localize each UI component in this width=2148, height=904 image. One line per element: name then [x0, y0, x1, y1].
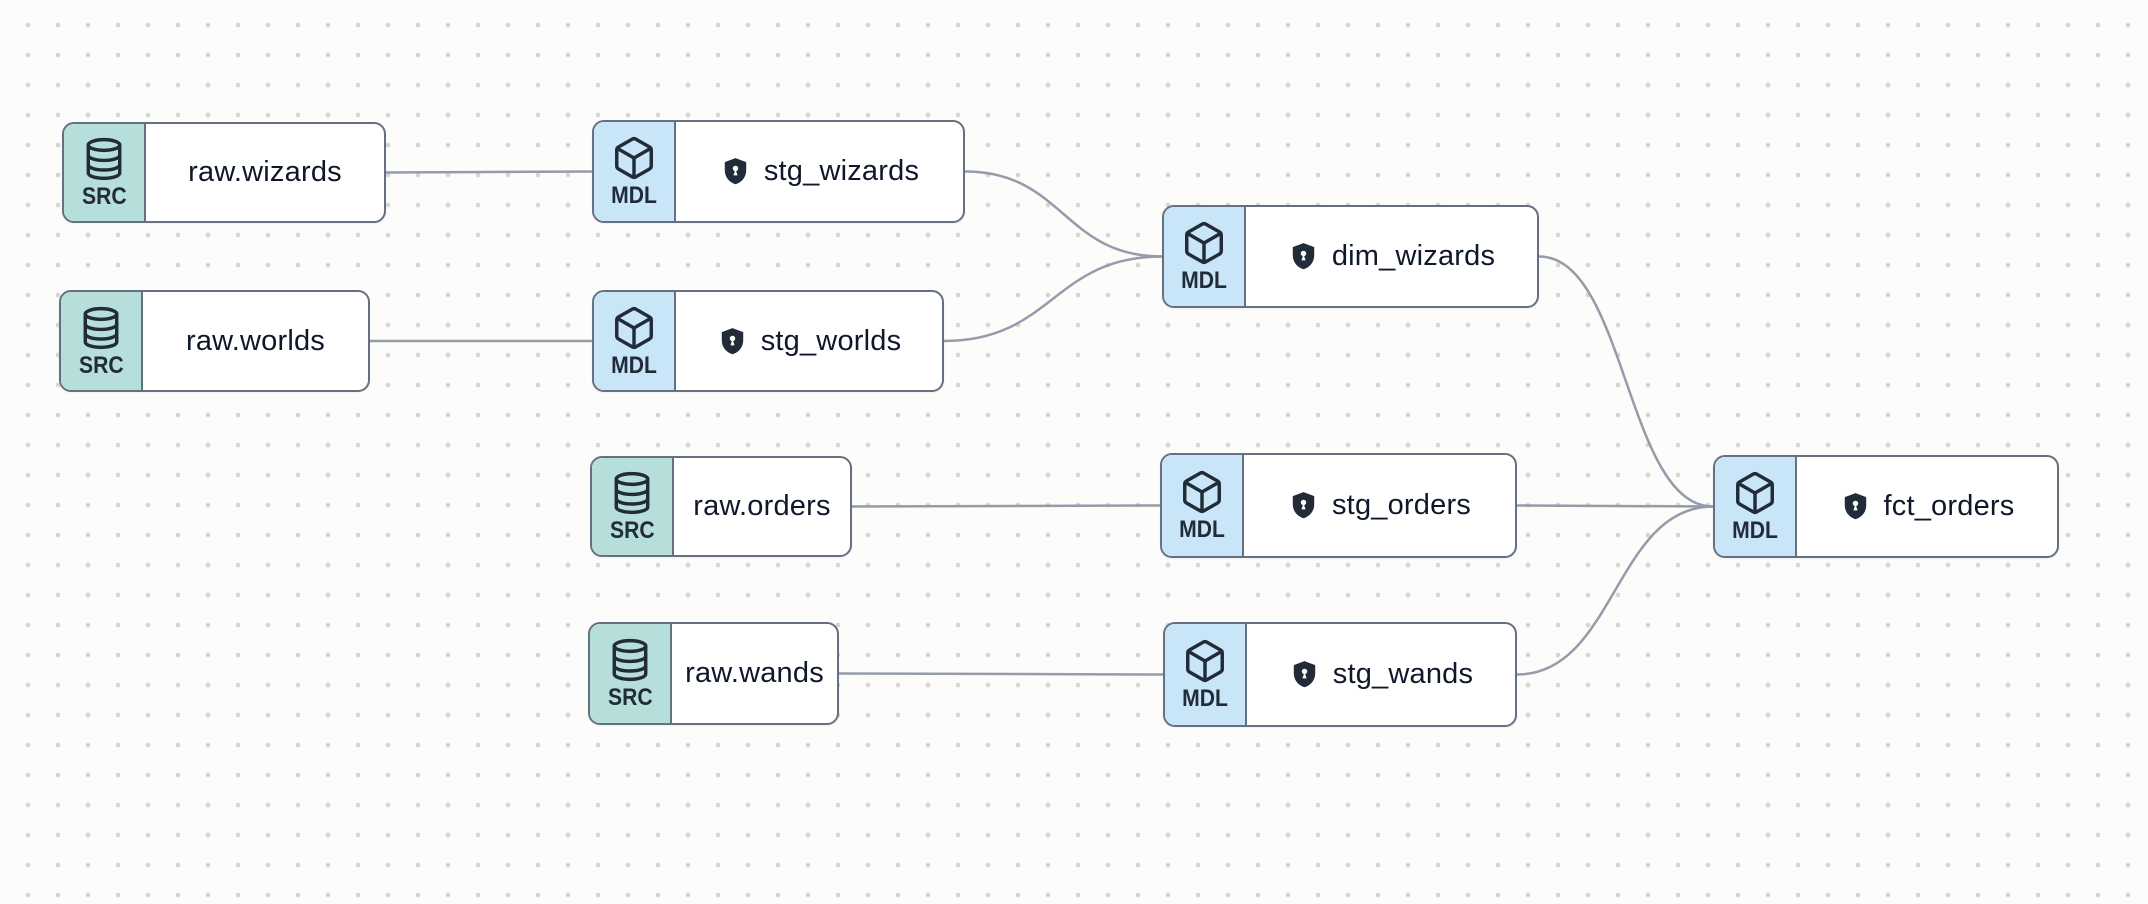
badge-label: MDL	[1179, 516, 1225, 543]
source-type-badge: SRC	[64, 124, 146, 221]
model-type-badge: MDL	[1715, 457, 1797, 556]
shield-lock-icon	[1288, 241, 1319, 272]
node-stg_worlds[interactable]: MDL stg_worlds	[592, 290, 944, 392]
node-name-label: stg_worlds	[760, 324, 902, 357]
cube-icon	[1182, 638, 1228, 684]
node-stg_wands[interactable]: MDL stg_wands	[1163, 622, 1517, 727]
node-body: raw.wizards	[146, 124, 384, 221]
badge-label: MDL	[611, 351, 657, 379]
node-body: raw.wands	[672, 624, 837, 723]
shield-lock-icon	[717, 326, 748, 357]
node-body: dim_wizards	[1246, 207, 1537, 306]
edge-stg_orders-to-fct_orders	[1515, 504, 1715, 508]
database-icon	[609, 470, 655, 516]
source-type-badge: SRC	[590, 624, 672, 723]
edge-raw_wands-to-stg_wands	[837, 672, 1165, 676]
source-type-badge: SRC	[61, 292, 143, 390]
node-name-label: raw.orders	[693, 490, 831, 522]
cube-icon	[611, 135, 657, 181]
node-name-label: raw.worlds	[186, 324, 325, 357]
badge-label: SRC	[609, 517, 655, 544]
node-dim_wizards[interactable]: MDL dim_wizards	[1162, 205, 1539, 308]
edge-stg_wands-to-fct_orders	[1515, 505, 1715, 676]
model-type-badge: MDL	[594, 292, 676, 390]
node-name-label: stg_orders	[1331, 489, 1471, 521]
shield-lock-icon	[1840, 491, 1871, 522]
model-type-badge: MDL	[594, 122, 676, 221]
edge-stg_wizards-to-dim_wizards	[963, 170, 1164, 258]
badge-label: SRC	[607, 684, 653, 711]
node-body: raw.orders	[674, 458, 850, 555]
node-stg_orders[interactable]: MDL stg_orders	[1160, 453, 1517, 558]
shield-lock-icon	[720, 156, 751, 187]
edge-dim_wizards-to-fct_orders	[1537, 255, 1715, 508]
node-body: stg_orders	[1244, 455, 1515, 556]
node-body: stg_worlds	[676, 292, 942, 390]
badge-label: SRC	[78, 351, 124, 379]
node-name-label: raw.wands	[685, 657, 824, 689]
node-stg_wizards[interactable]: MDL stg_wizards	[592, 120, 965, 223]
source-type-badge: SRC	[592, 458, 674, 555]
database-icon	[607, 637, 653, 683]
node-body: stg_wizards	[676, 122, 963, 221]
badge-label: MDL	[1182, 685, 1228, 712]
node-raw_worlds[interactable]: SRC raw.worlds	[59, 290, 370, 392]
cube-icon	[1732, 470, 1778, 516]
edge-raw_orders-to-stg_orders	[850, 504, 1162, 508]
badge-label: SRC	[81, 183, 127, 210]
edge-raw_wizards-to-stg_wizards	[384, 170, 594, 174]
cube-icon	[611, 305, 657, 351]
cube-icon	[1179, 469, 1225, 515]
model-type-badge: MDL	[1165, 624, 1247, 725]
node-raw_orders[interactable]: SRC raw.orders	[590, 456, 852, 557]
node-name-label: dim_wizards	[1331, 240, 1496, 272]
cube-icon	[1181, 220, 1227, 266]
model-type-badge: MDL	[1164, 207, 1246, 306]
node-fct_orders[interactable]: MDL fct_orders	[1713, 455, 2059, 558]
badge-label: MDL	[1181, 267, 1227, 294]
node-body: stg_wands	[1247, 624, 1515, 725]
database-icon	[78, 305, 124, 351]
node-name-label: fct_orders	[1883, 490, 2015, 522]
badge-label: MDL	[1732, 517, 1778, 544]
node-name-label: stg_wands	[1332, 658, 1474, 690]
shield-lock-icon	[1289, 659, 1320, 690]
node-body: fct_orders	[1797, 457, 2057, 556]
model-type-badge: MDL	[1162, 455, 1244, 556]
node-body: raw.worlds	[143, 292, 368, 390]
database-icon	[81, 136, 127, 182]
node-name-label: raw.wizards	[188, 156, 342, 188]
badge-label: MDL	[611, 182, 657, 209]
node-raw_wands[interactable]: SRC raw.wands	[588, 622, 839, 725]
edge-stg_worlds-to-dim_wizards	[942, 255, 1164, 343]
shield-lock-icon	[1288, 490, 1319, 521]
node-name-label: stg_wizards	[763, 155, 920, 187]
node-raw_wizards[interactable]: SRC raw.wizards	[62, 122, 386, 223]
